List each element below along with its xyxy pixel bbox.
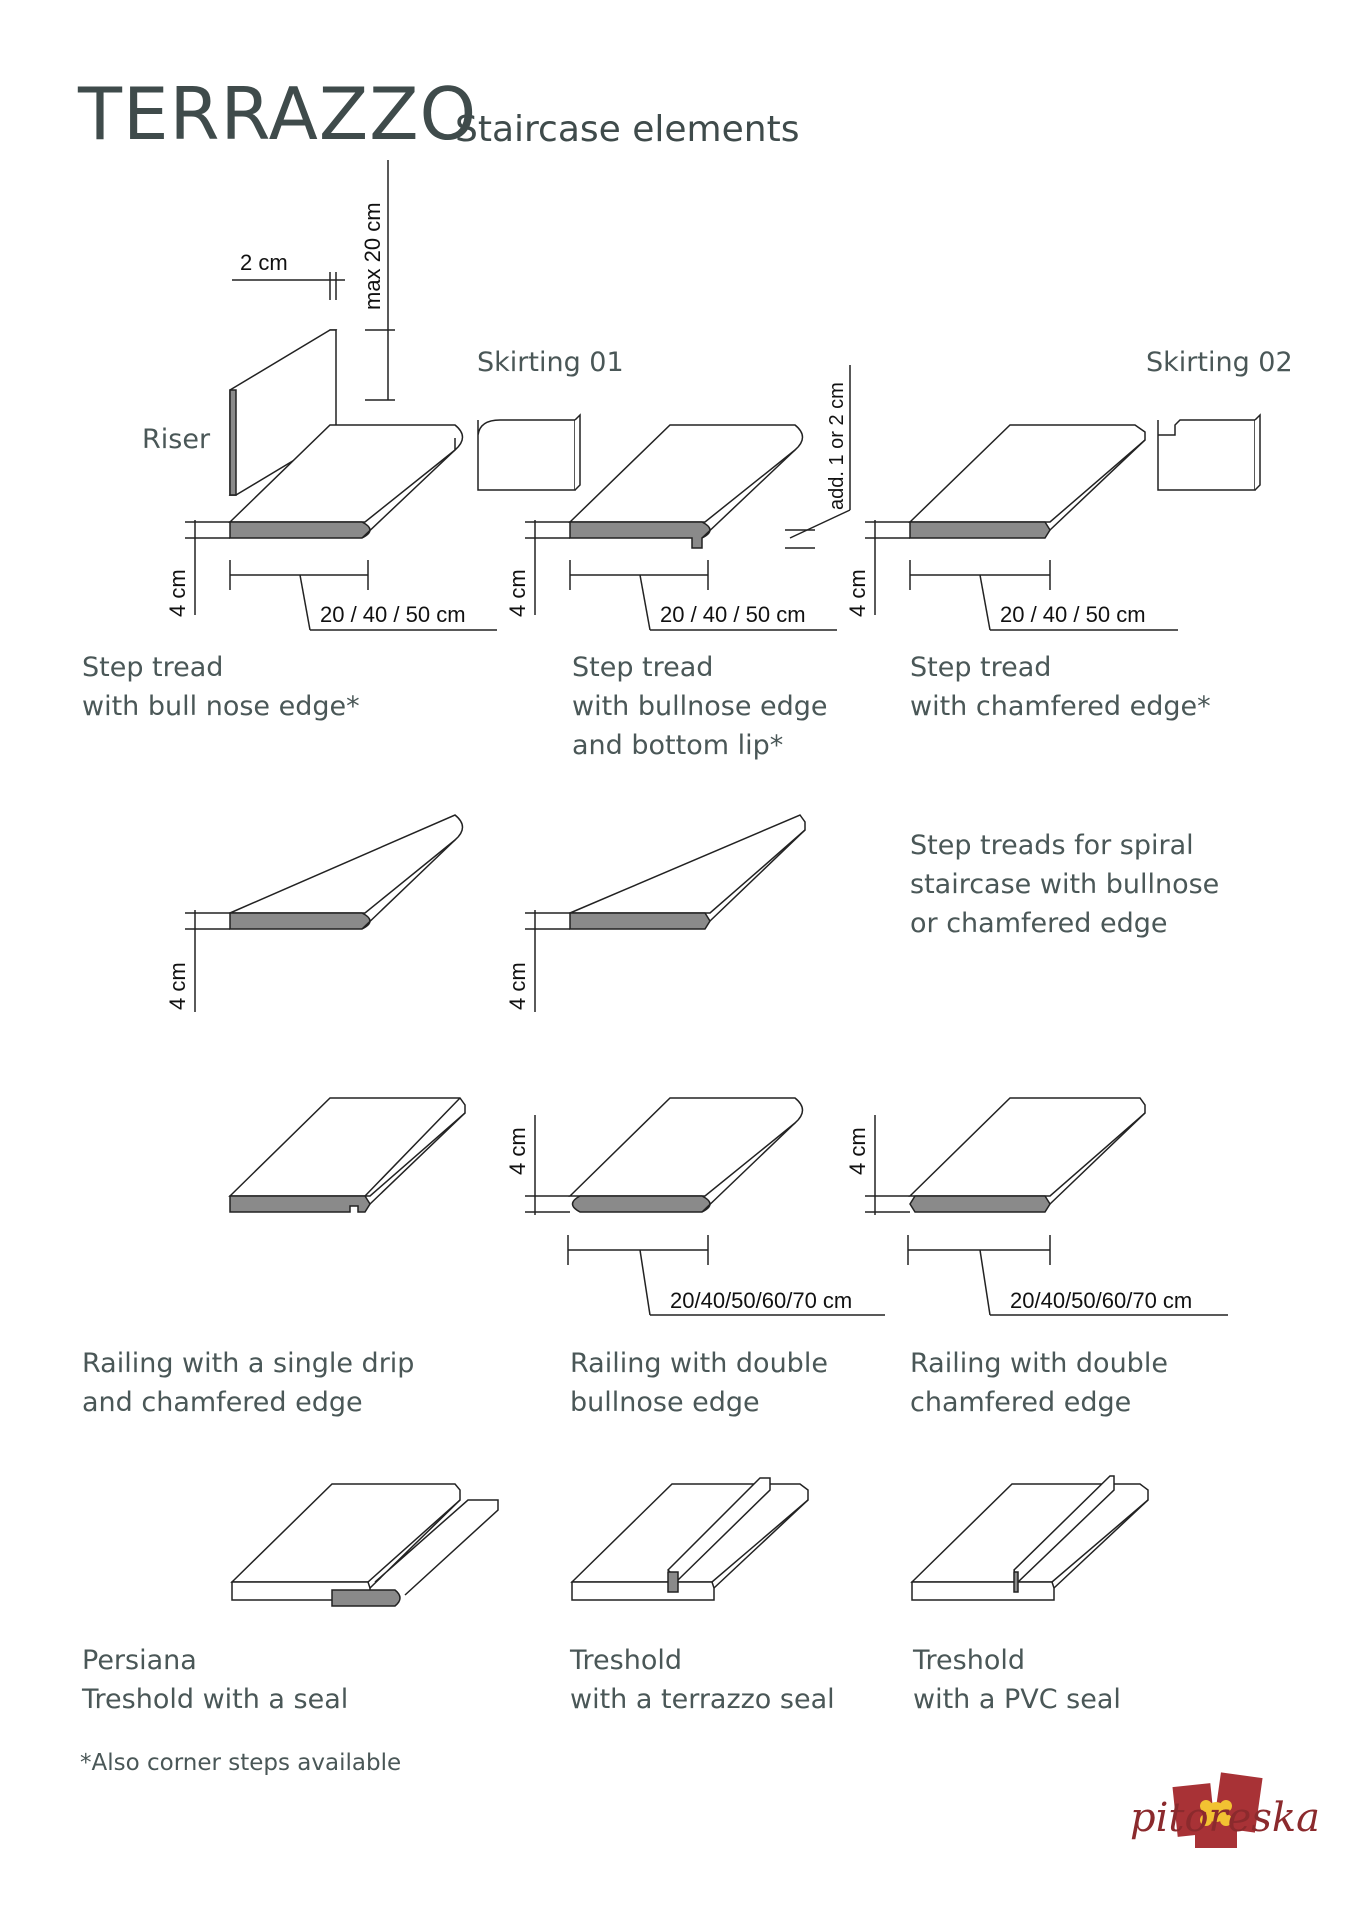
dim-4cm-label: 4 cm — [165, 569, 190, 617]
spiral-chamfered-drawing — [569, 814, 806, 930]
page-subtitle: Staircase elements — [455, 109, 800, 150]
tread-lip-drawing — [568, 424, 804, 549]
skirting-02-label: Skirting 02 — [1146, 347, 1293, 378]
railing-single-drip-drawing — [228, 1097, 466, 1213]
dim-add-label: add. 1 or 2 cm — [826, 382, 848, 510]
riser-drawing — [228, 329, 338, 496]
tread-bullnose-drawing — [228, 424, 464, 539]
dim-width-label: 20/40/50/60/70 cm — [1010, 1288, 1192, 1313]
dim-width-label: 20 / 40 / 50 cm — [660, 602, 806, 627]
riser-label: Riser — [142, 424, 211, 455]
railing-double-bullnose-drawing — [568, 1097, 804, 1213]
skirting-01-drawing — [477, 413, 581, 491]
dim-width-label: 20 / 40 / 50 cm — [1000, 602, 1146, 627]
dim-4cm-label: 4 cm — [505, 569, 530, 617]
persiana-drawing — [230, 1483, 499, 1607]
dim-4cm-label: 4 cm — [165, 962, 190, 1010]
dim-width-label: 20 / 40 / 50 cm — [320, 602, 466, 627]
brand-name: pitoreska — [1130, 1795, 1320, 1841]
threshold-pvc-drawing — [910, 1475, 1149, 1601]
footnote: *Also corner steps available — [80, 1750, 402, 1776]
skirting-01-label: Skirting 01 — [477, 347, 624, 378]
railing-double-chamfered-drawing — [908, 1097, 1146, 1213]
pitoreska-logo — [1172, 1772, 1263, 1848]
skirting-02-drawing — [1157, 413, 1261, 491]
dim-4cm-label: 4 cm — [845, 569, 870, 617]
dim-4cm-label: 4 cm — [845, 1127, 870, 1175]
dim-4cm-label: 4 cm — [505, 1127, 530, 1175]
spiral-bullnose-drawing — [229, 814, 464, 930]
dim-2cm-label: 2 cm — [240, 250, 288, 275]
dim-4cm-label: 4 cm — [505, 962, 530, 1010]
dim-width-label: 20/40/50/60/70 cm — [670, 1288, 852, 1313]
threshold-terrazzo-drawing — [570, 1477, 809, 1601]
page-title: TERRAZZO — [78, 72, 478, 156]
tread-chamfered-drawing — [908, 424, 1146, 539]
dim-max20-label: max 20 cm — [360, 202, 385, 310]
